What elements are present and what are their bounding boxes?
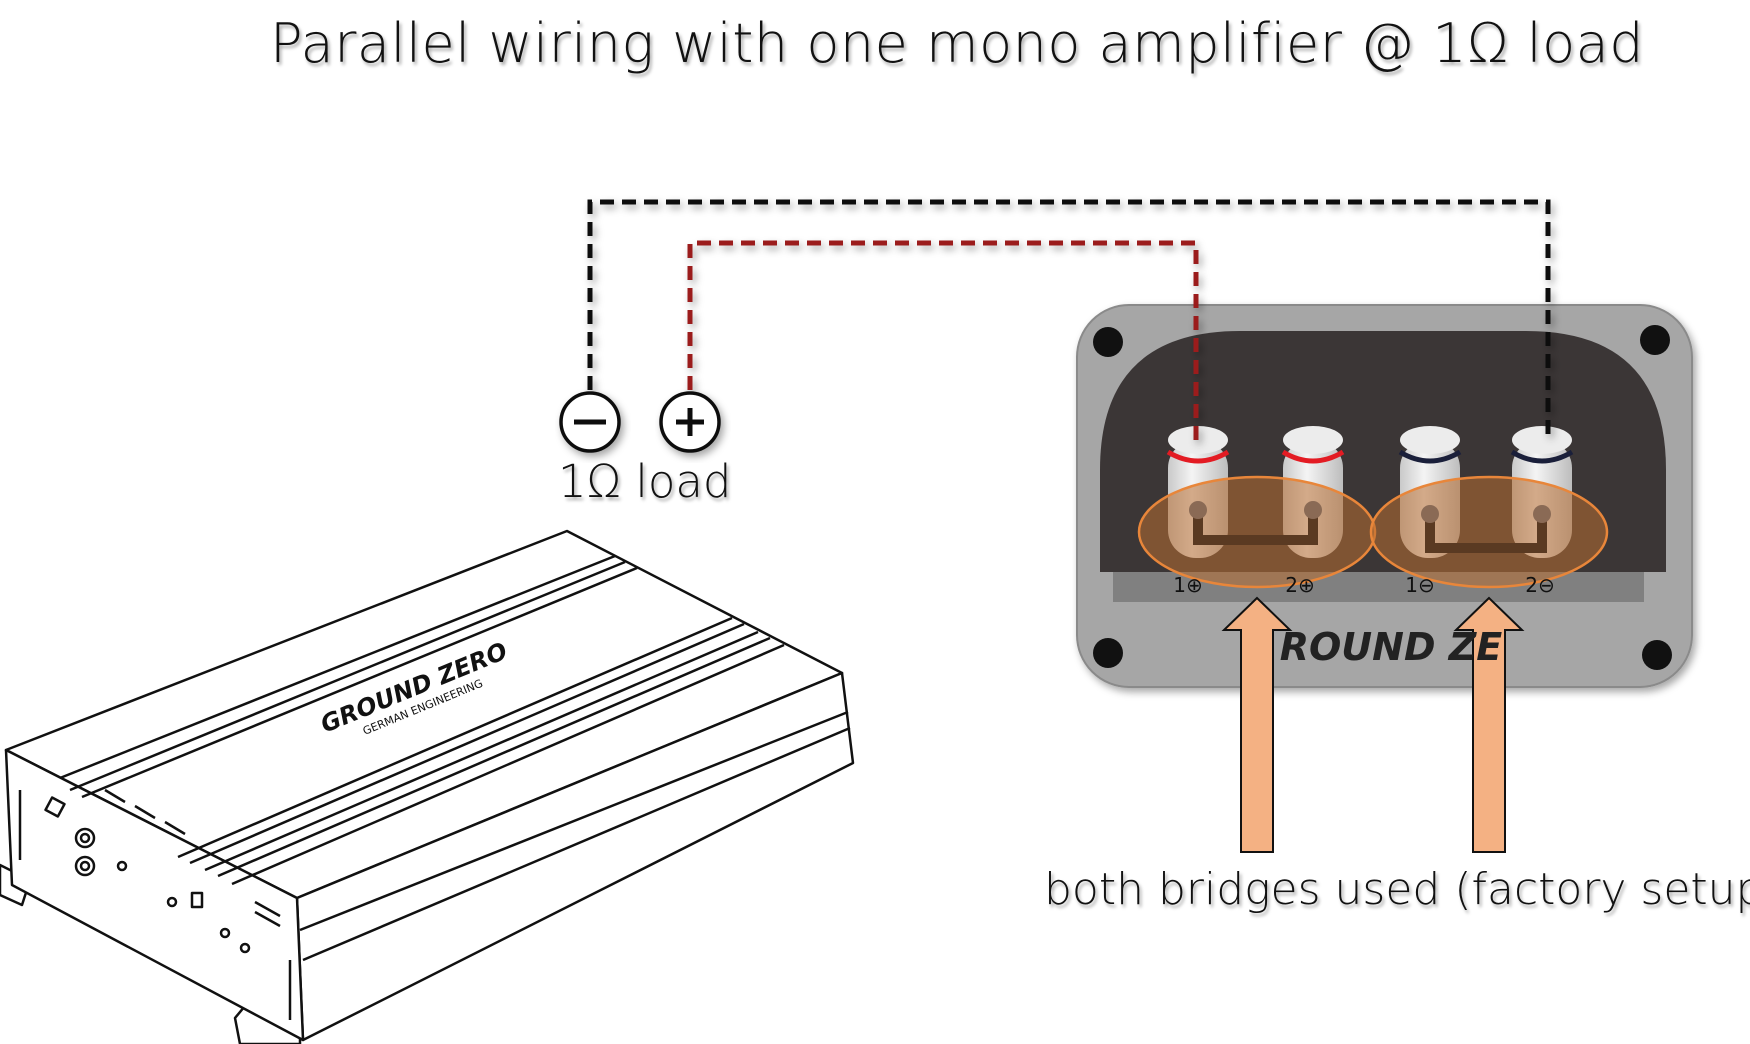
positive-wire [687,240,1199,440]
arrow-up-icon [1221,596,1293,853]
load-label: 1Ω load [558,455,732,508]
bridge-positive [1193,510,1318,545]
negative-wire [587,199,1551,440]
panel-brand-logo: ROUND ZE [1280,625,1503,669]
arrows [1221,596,1525,853]
terminal-label: 1⊕ [1173,573,1202,597]
bridges-caption: both bridges used (factory setup) [1044,864,1750,915]
screw-icon [1642,640,1672,670]
screw-icon [1093,638,1123,668]
terminal-label: 2⊖ [1525,573,1554,597]
bridge-negative-highlight [1369,475,1609,589]
diagram-title: Parallel wiring with one mono amplifier … [270,12,1644,75]
screw-icon [1640,325,1670,355]
terminal-label: 2⊕ [1285,573,1314,597]
bridge-negative [1425,514,1547,553]
plus-circle-icon [659,391,721,453]
terminal-label: 1⊖ [1405,573,1434,597]
wires [587,199,1551,440]
bridge-highlights [1137,475,1609,589]
bridge-positive-highlight [1137,475,1377,589]
screw-icon [1093,327,1123,357]
arrow-up-icon [1453,596,1525,853]
minus-circle-icon [559,391,621,453]
amplifier-drawing: GROUND ZERO GERMAN ENGINEERING [0,529,855,1044]
terminal-panel: 1⊕ 2⊕ 1⊖ 2⊖ [1076,304,1693,688]
